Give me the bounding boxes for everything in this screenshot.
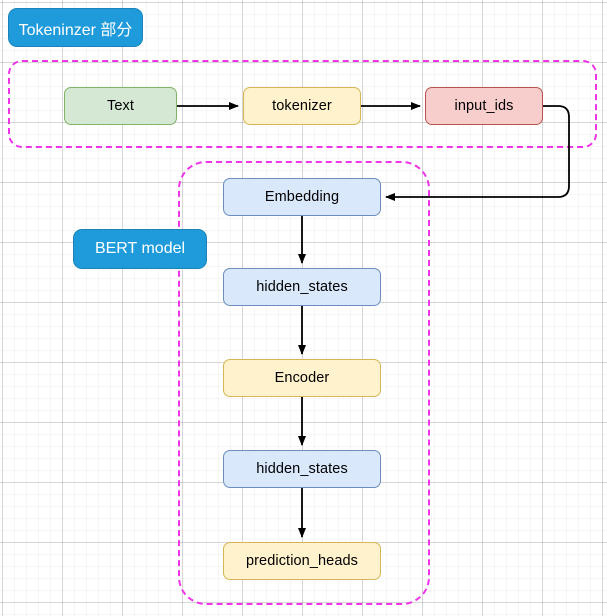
node-prediction-heads-label: prediction_heads [245,553,359,569]
node-encoder-label: Encoder [274,370,330,386]
node-embedding-label: Embedding [264,189,340,205]
bert-model-label-text: BERT model [94,240,186,257]
node-input-ids[interactable]: input_ids [425,87,543,125]
node-hidden-states-2-label: hidden_states [256,461,348,477]
node-hidden-states-1[interactable]: hidden_states [223,268,381,306]
node-text-label: Text [107,98,134,114]
tokenizer-section-group [8,60,597,148]
node-input-ids-label: input_ids [454,98,514,114]
bert-model-group [178,161,430,605]
node-prediction-heads[interactable]: prediction_heads [223,542,381,580]
node-hidden-states-2[interactable]: hidden_states [223,450,381,488]
node-tokenizer-label: tokenizer [272,98,332,114]
tokeninzer-section-label[interactable]: Tokeninzer 部分 [8,8,143,47]
node-encoder[interactable]: Encoder [223,359,381,397]
node-hidden-states-1-label: hidden_states [256,279,348,295]
tokeninzer-section-label-text: Tokeninzer 部分 [18,21,133,39]
node-text[interactable]: Text [64,87,177,125]
bert-model-label[interactable]: BERT model [73,229,207,269]
node-tokenizer[interactable]: tokenizer [243,87,361,125]
node-embedding[interactable]: Embedding [223,178,381,216]
